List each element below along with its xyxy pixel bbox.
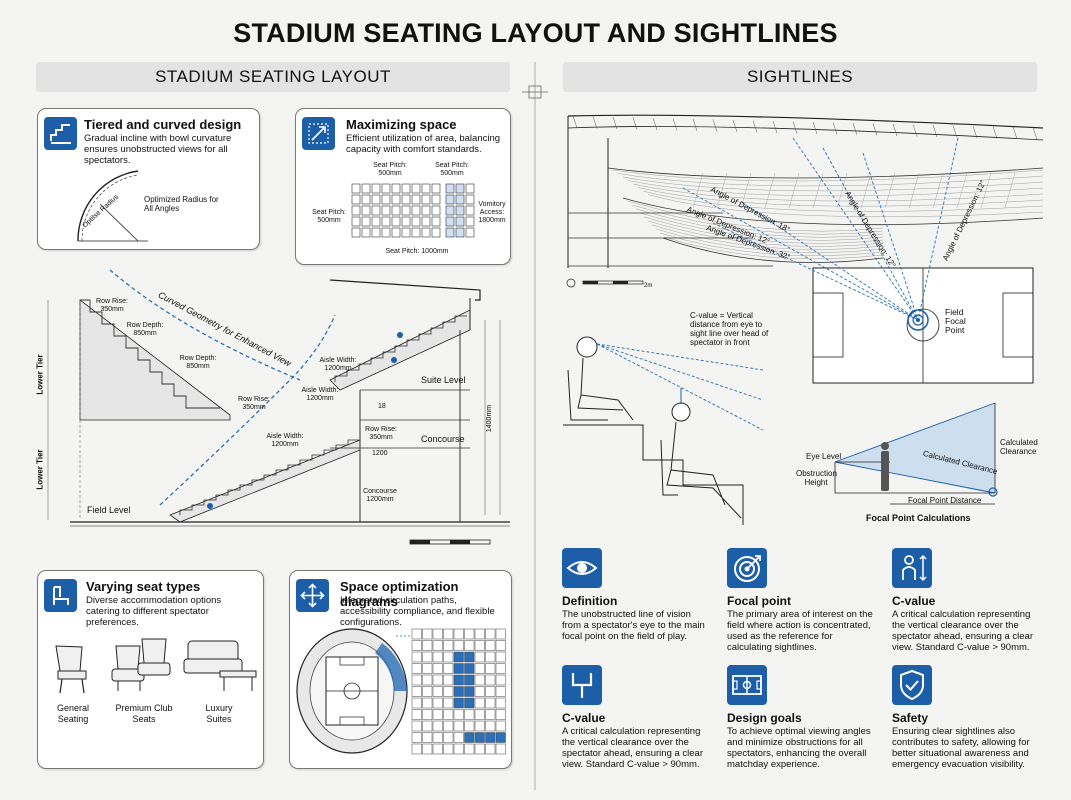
- concourse-width-label: Concourse 1200mm: [363, 488, 397, 503]
- seat-pitch-label-2: Seat Pitch: 500mm: [435, 162, 469, 177]
- info-text-cvalue-1: A critical calculation representing the …: [892, 609, 1034, 653]
- calc-clearance-label: Calculated Clearance: [1000, 438, 1038, 456]
- cvalue-diagram: [563, 336, 764, 525]
- info-title-safety: Safety: [892, 711, 929, 725]
- seat-plan-grid: [411, 628, 506, 755]
- seat-illustrations: [55, 638, 257, 694]
- radius-label: Optimized Radius for All Angles: [144, 195, 219, 213]
- row-rise-label-3: Row Rise: 350mm: [365, 426, 397, 441]
- row-depth-label-2: Row Depth: 850mm: [179, 355, 217, 370]
- info-text-focal: The primary area of interest on the fiel…: [727, 609, 873, 653]
- seat-types-text: Diverse accommodation options catering t…: [86, 595, 222, 628]
- pitch-icon: [727, 665, 767, 705]
- tiered-text: Gradual incline with bowl curvature ensu…: [84, 133, 232, 166]
- obstruction-label: Obstruction Height: [796, 469, 837, 487]
- move-arrows-icon: [296, 579, 329, 612]
- dim-18-label: 18: [378, 403, 386, 410]
- stadium-plan-diagram: [296, 628, 412, 754]
- seat-pitch-label-side: Seat Pitch: 500mm: [312, 209, 346, 224]
- seat-pitch-label-1: Seat Pitch: 500mm: [373, 162, 407, 177]
- seat-types-card: Varying seat types Diverse accommodation…: [37, 570, 264, 769]
- info-text-safety: Ensuring clear sightlines also contribut…: [892, 726, 1030, 770]
- suite-level-label: Suite Level: [421, 375, 466, 385]
- maximizing-space-card: Maximizing space Efficient utilization o…: [295, 108, 511, 265]
- aisle-width-label-2: Aisle Width: 1200mm: [301, 387, 339, 402]
- eye-icon: [562, 548, 602, 588]
- seat-grid: [351, 183, 475, 238]
- target-icon: [727, 548, 767, 588]
- stadium-section-diagram: [47, 269, 510, 545]
- seat-type-premium: Premium Club Seats: [115, 703, 173, 724]
- field-level-label: Field Level: [87, 505, 131, 515]
- tiered-design-card: Tiered and curved design Gradual incline…: [37, 108, 260, 250]
- cvalue-note: C-value = Vertical distance from eye to …: [690, 311, 769, 347]
- info-title-cvalue-2: C-value: [562, 711, 606, 725]
- expand-area-icon: [302, 117, 335, 150]
- focal-calc-caption: Focal Point Calculations: [866, 513, 971, 523]
- eye-level-label: Eye Level: [806, 452, 842, 461]
- lower-tier-label-2: Lower Tier: [35, 449, 45, 490]
- field-focal-label: Field Focal Point: [945, 307, 966, 335]
- row-depth-label-1: Row Depth: 850mm: [126, 322, 164, 337]
- aisle-width-label-3: Aisle Width: 1200mm: [266, 433, 304, 448]
- info-title-cvalue-1: C-value: [892, 594, 936, 608]
- info-title-focal: Focal point: [727, 594, 791, 608]
- person-height-icon: [892, 548, 932, 588]
- scale-end-label: 2m: [644, 283, 653, 289]
- info-text-definition: The unobstructed line of vision from a s…: [562, 609, 705, 642]
- goalpost-icon: [562, 665, 602, 705]
- seat-type-luxury: Luxury Suites: [205, 703, 233, 724]
- seat-type-general: General Seating: [56, 703, 90, 724]
- maxspace-title: Maximizing space: [346, 117, 457, 132]
- left-section-heading: STADIUM SEATING LAYOUT: [36, 62, 510, 92]
- vomitory-label: Vomitory Access: 1800mm: [478, 201, 506, 224]
- spaceopt-text: Integrated circulation paths, accessibil…: [340, 595, 495, 628]
- stadium-seats-icon: [44, 117, 77, 150]
- row-rise-label-1: Row Rise: 350mm: [96, 298, 128, 313]
- stands-perspective: [566, 114, 1044, 384]
- page-title: STADIUM SEATING LAYOUT AND SIGHTLINES: [233, 18, 838, 48]
- focal-distance-label: Focal Point Distance: [908, 496, 982, 505]
- focal-calc-diagram: [834, 402, 998, 505]
- shield-icon: [892, 665, 932, 705]
- spaceopt-title: Space optimization diagrams: [340, 579, 459, 609]
- dim-1400-label: 1400mm: [486, 404, 494, 433]
- aisle-width-label-1: Aisle Width: 1200mm: [319, 357, 357, 372]
- concourse-label: Concourse: [421, 434, 465, 444]
- maxspace-text: Efficient utilization of area, balancing…: [346, 133, 501, 155]
- info-text-design-goals: To achieve optimal viewing angles and mi…: [727, 726, 871, 770]
- info-text-cvalue-2: A critical calculation representing the …: [562, 726, 704, 770]
- seat-icon: [44, 579, 77, 612]
- info-title-design-goals: Design goals: [727, 711, 802, 725]
- radius-diagram: [77, 170, 148, 242]
- row-rise-label-2: Row Rise: 350mm: [238, 396, 270, 411]
- dim-1200-label: 1200: [372, 450, 388, 457]
- space-optimization-card: Space optimization diagrams Integrated c…: [289, 570, 512, 769]
- seat-types-title: Varying seat types: [86, 579, 201, 594]
- info-title-definition: Definition: [562, 594, 618, 608]
- right-section-heading: SIGHTLINES: [563, 62, 1037, 92]
- tiered-title: Tiered and curved design: [84, 117, 242, 132]
- seat-pitch-bottom: Seat Pitch: 1000mm: [385, 248, 449, 255]
- lower-tier-label-1: Lower Tier: [35, 354, 45, 395]
